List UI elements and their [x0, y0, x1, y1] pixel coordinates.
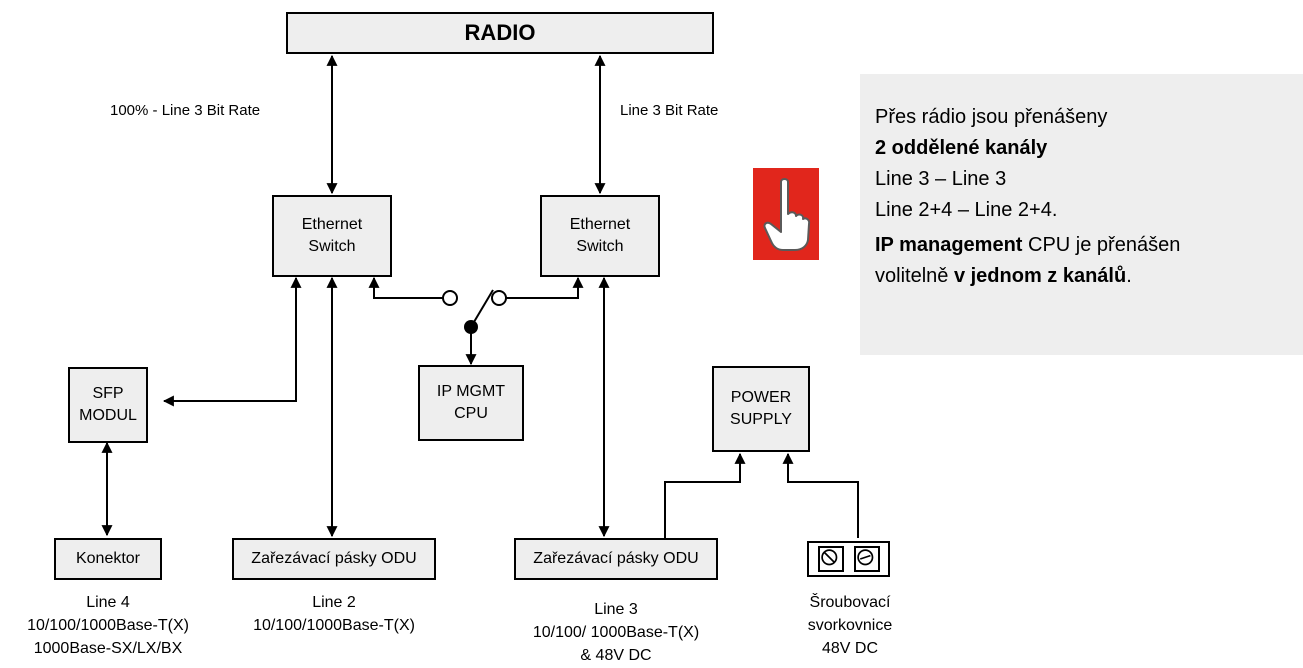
ip-mgmt-cpu-box: IP MGMT CPU	[418, 365, 524, 441]
info-fragment: CPU je přenášen	[1022, 234, 1181, 256]
selector-blade	[470, 289, 494, 328]
ethernet-switch-left: Ethernet Switch	[272, 195, 392, 277]
caption-line3: Line 3 10/100/ 1000Base-T(X) & 48V DC	[532, 601, 700, 664]
screw-icon	[818, 546, 844, 572]
caption-line2: Line 2 10/100/1000Base-T(X)	[253, 594, 415, 634]
caption-terminal: Šroubovací svorkovnice 48V DC	[807, 594, 893, 657]
konektor-box: Konektor	[54, 538, 162, 580]
radio-right-link-label: Line 3 Bit Rate	[620, 102, 719, 119]
switch-left-selector-link	[368, 276, 443, 299]
info-fragment: volitelně	[875, 265, 954, 287]
selector-contact-right	[491, 290, 507, 306]
radio-box: RADIO	[286, 12, 714, 54]
info-line: IP management CPU je přenášen	[875, 230, 1289, 261]
ethernet-switch-right: Ethernet Switch	[540, 195, 660, 277]
odu-tape-right-box: Zařezávací pásky ODU	[514, 538, 718, 580]
radio-left-link-label: 100% - Line 3 Bit Rate	[110, 102, 261, 119]
selector-contact-left	[442, 290, 458, 306]
caption-line4: Line 4 10/100/1000Base-T(X) 1000Base-SX/…	[27, 594, 189, 657]
selector-pivot	[464, 320, 478, 334]
info-bold-fragment: v jednom z kanálů	[953, 265, 1127, 287]
power-supply-box: POWER SUPPLY	[712, 366, 810, 452]
screw-icon	[854, 546, 880, 572]
info-line-bold: 2 oddělené kanály	[875, 137, 1048, 159]
odu-tape-left-box: Zařezávací pásky ODU	[232, 538, 436, 580]
screw-terminal-icon	[807, 541, 890, 577]
info-fragment: .	[1126, 265, 1132, 287]
info-line: Line 3 – Line 3	[875, 168, 1007, 190]
terminal-power-link	[782, 452, 859, 538]
odu-power-link	[664, 452, 746, 538]
switch-sfp-link	[162, 276, 302, 407]
info-line: volitelně v jednom z kanálů.	[875, 261, 1289, 292]
info-bold-fragment: IP management	[875, 234, 1023, 256]
info-line: Line 2+4 – Line 2+4.	[875, 199, 1058, 221]
sfp-module-box: SFP MODUL	[68, 367, 148, 443]
switch-right-selector-link	[506, 276, 584, 299]
pointing-hand-icon	[753, 168, 819, 260]
info-line: Přes rádio jsou přenášeny	[875, 106, 1108, 128]
info-panel: Přes rádio jsou přenášeny 2 oddělené kan…	[860, 74, 1303, 355]
